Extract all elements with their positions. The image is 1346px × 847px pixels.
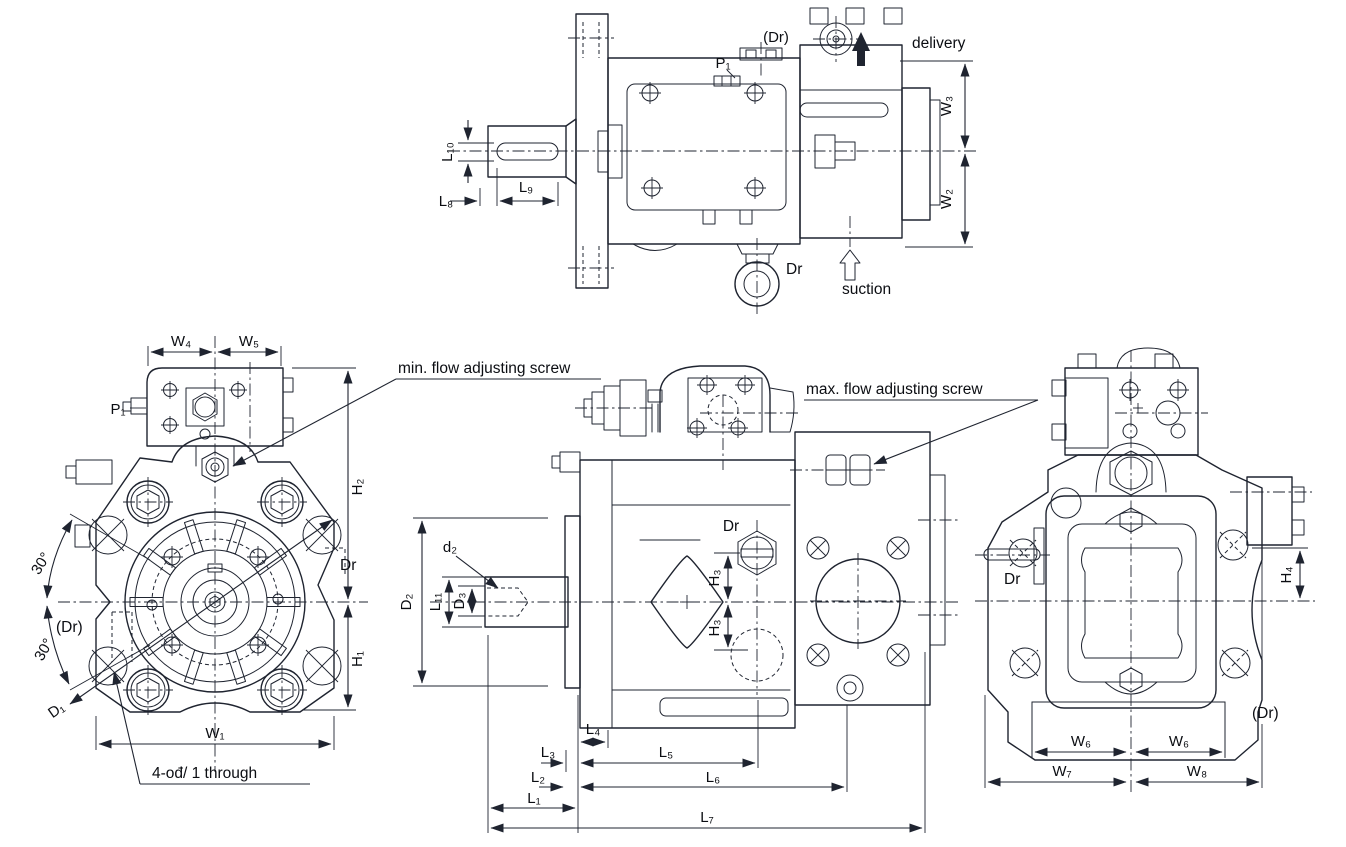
label-w4: W₄ — [171, 333, 191, 350]
top-view: (Dr) P₁ delivery W₃ W₂ L₁₀ L₈ L₉ Dr suct… — [439, 7, 978, 314]
rear-view: Dr H₄ (Dr) W₆ W₆ W₇ W₈ — [975, 347, 1315, 795]
delivery-flange — [901, 87, 941, 221]
label-w8: W₈ — [1187, 763, 1207, 780]
label-dr-paren-top: (Dr) — [763, 29, 789, 46]
rear-cover — [1045, 495, 1217, 709]
bottom-drain — [734, 238, 780, 314]
label-h4: H₄ — [1278, 567, 1295, 584]
label-w7: W₇ — [1052, 763, 1071, 780]
side-view-dimensions-bottom — [487, 635, 926, 833]
side-drain-plug — [737, 520, 777, 695]
label-dr-bottom: Dr — [786, 261, 802, 278]
label-l2: L₂ — [531, 769, 545, 786]
valve-block — [799, 7, 903, 239]
label-l6: L₆ — [706, 769, 720, 786]
shaft — [487, 118, 577, 185]
label-l5: L₅ — [659, 744, 673, 761]
label-h3-lower: H₃ — [706, 620, 723, 637]
label-w6-right: W₆ — [1169, 733, 1189, 750]
side-housing — [579, 459, 796, 729]
side-max-flow-screw — [790, 454, 885, 486]
label-dr-rear: Dr — [1004, 571, 1020, 588]
diamond-boss — [650, 555, 724, 649]
side-end-block — [794, 431, 958, 706]
label-d2: D₂ — [398, 593, 415, 610]
label-l4: L₄ — [586, 721, 600, 738]
label-delivery: delivery — [912, 35, 966, 52]
label-l9: L₉ — [519, 179, 533, 196]
rear-top-hex-nut — [1095, 442, 1167, 496]
label-dr-paren-rear: (Dr) — [1252, 705, 1279, 722]
rear-bottom-plate — [1031, 701, 1226, 758]
label-p1-top: P₁ — [715, 55, 730, 72]
label-suction: suction — [842, 281, 891, 298]
rear-dr-block — [1230, 476, 1312, 700]
mounting-flange — [568, 13, 614, 289]
label-l11: L₁₁ — [427, 593, 444, 611]
rear-pilot-valve — [1051, 347, 1208, 456]
label-l7: L₇ — [700, 809, 714, 826]
label-dr-side: Dr — [723, 518, 739, 535]
label-w5: W₅ — [239, 333, 259, 350]
callout-max-flow: max. flow adjusting screw — [806, 381, 983, 398]
pilot-valve — [122, 362, 294, 467]
rear-drain-pin — [975, 527, 1050, 585]
eye-bolt — [813, 16, 859, 62]
delivery-arrow-icon — [852, 32, 870, 66]
rear-corner-bosses — [1008, 487, 1251, 679]
side-view: d₂ D₂ L₁₁ D₃ Dr H₃ H₃ L₄ L₃ L₅ L₂ L₆ L₁ … — [398, 365, 1039, 833]
p1-port — [713, 69, 741, 87]
front-body-outline — [95, 435, 335, 713]
label-dr-paren-front: (Dr) — [56, 619, 83, 636]
top-drain-port — [739, 42, 783, 78]
side-flange — [551, 451, 581, 689]
min-flow-screw — [201, 451, 229, 483]
top-view-dimensions — [450, 60, 973, 248]
side-view-dimensions-h3 — [714, 552, 748, 651]
side-view-dimensions-left — [413, 517, 548, 687]
label-d1: D₁ — [45, 699, 68, 722]
rear-view-dimensions — [984, 547, 1308, 788]
label-hole-note: 4-ođ/ 1 through — [152, 765, 257, 782]
label-w6-left: W₆ — [1071, 733, 1091, 750]
label-h2: H₂ — [349, 478, 366, 495]
front-view-dimensions — [43, 346, 601, 785]
label-dr-front: Dr — [340, 557, 356, 574]
label-p1-front: P₁ — [110, 401, 125, 418]
front-view: W₄ W₅ P₁ H₂ H₁ W₁ Dr (Dr) 30° 30° D₁ 4-o… — [28, 333, 601, 785]
label-w1: W₁ — [205, 725, 224, 742]
label-l1: L₁ — [527, 790, 540, 807]
max-flow-callout-leader — [804, 399, 1039, 465]
rear-body-outline — [987, 454, 1263, 761]
side-min-flow-screw — [575, 379, 655, 437]
label-l3: L₃ — [541, 744, 555, 761]
label-d3: D₃ — [451, 593, 468, 610]
label-w3: W₃ — [938, 96, 955, 116]
side-pilot-valve — [647, 365, 800, 470]
label-l10: L₁₀ — [439, 142, 456, 162]
pump-housing — [597, 57, 801, 251]
label-h3-upper: H₃ — [706, 570, 723, 587]
label-l8: L₈ — [439, 193, 454, 210]
housing-screws — [639, 82, 766, 199]
label-h1: H₁ — [349, 651, 366, 667]
label-w2: W₂ — [938, 189, 955, 209]
callout-min-flow: min. flow adjusting screw — [398, 360, 571, 377]
hidden-port-circle — [730, 628, 784, 682]
suction-arrow-icon — [839, 216, 861, 281]
label-d2-small: d₂ — [443, 539, 457, 556]
